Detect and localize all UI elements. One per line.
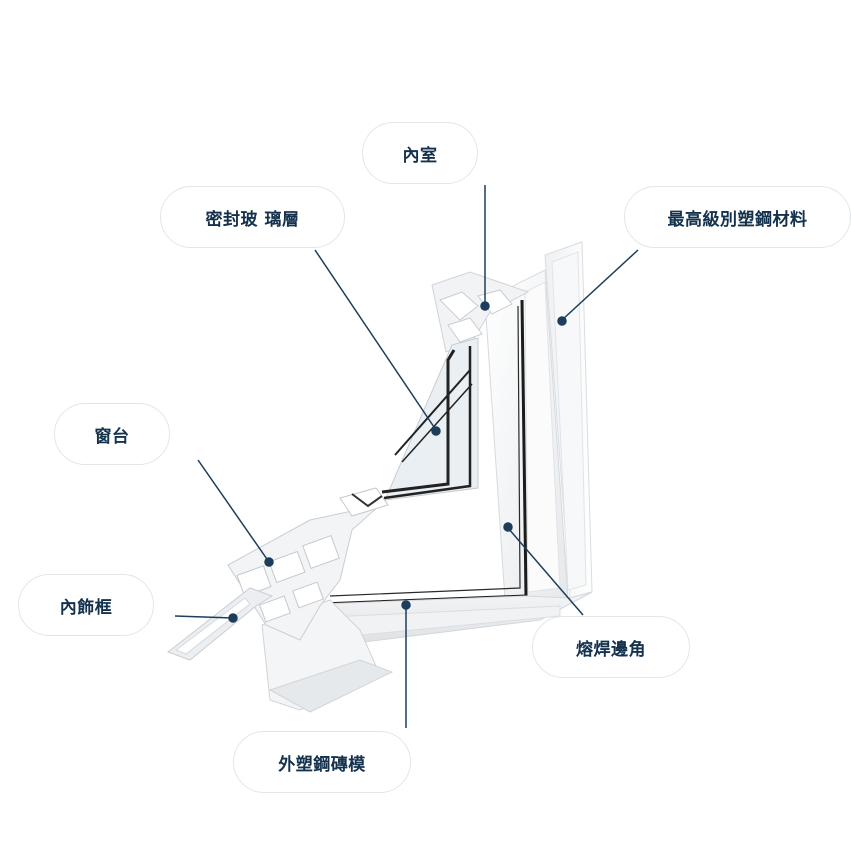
window-frame-illustration	[166, 241, 593, 713]
leader-sealed-glass	[314, 249, 437, 431]
leader-lines	[174, 185, 639, 728]
leader-inner-trim	[174, 615, 234, 619]
leader-dot-premium-material	[557, 316, 567, 326]
leader-dot-sealed-glass	[431, 426, 441, 436]
label-window-sill: 窗台	[54, 403, 170, 465]
leader-dot-outer-mold	[401, 600, 411, 610]
leader-dot-window-sill	[264, 557, 274, 567]
label-premium-material: 最高級別塑鋼材料	[624, 186, 851, 248]
label-sealed-glass: 密封玻 璃層	[160, 186, 345, 248]
leader-premium-material	[561, 249, 639, 321]
label-inner-chamber: 內室	[362, 122, 478, 184]
label-welded-corner: 熔焊邊角	[532, 616, 690, 678]
leader-dot-inner-trim	[228, 613, 238, 623]
leader-window-sill	[197, 459, 270, 563]
label-outer-mold: 外塑鋼磚模	[233, 731, 411, 793]
leader-dot-welded-corner	[503, 522, 513, 532]
leader-dot-inner-chamber	[480, 301, 490, 311]
leader-welded-corner	[507, 527, 584, 616]
label-inner-trim: 內飾框	[18, 574, 154, 636]
glass-pane	[384, 337, 479, 501]
